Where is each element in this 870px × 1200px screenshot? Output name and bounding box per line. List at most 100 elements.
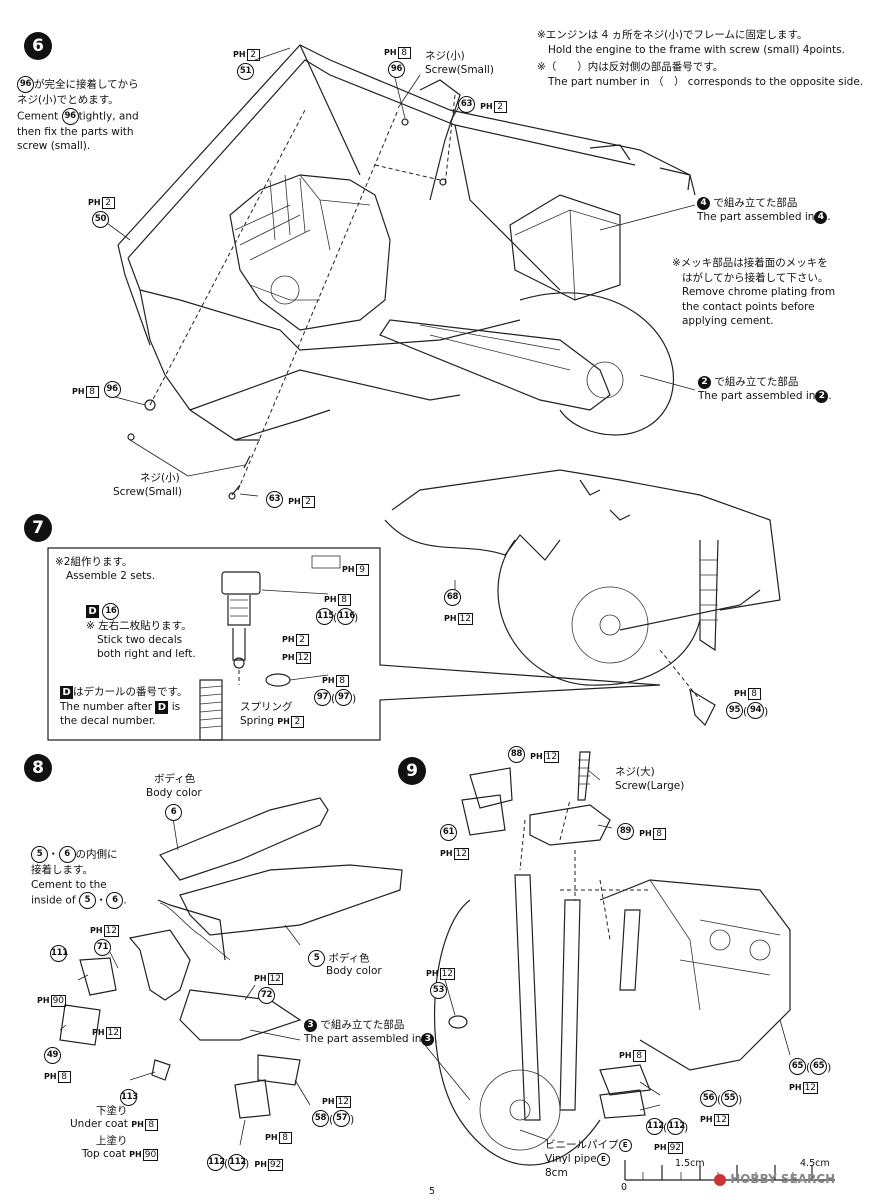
screw-large-jp: ネジ(大) bbox=[615, 766, 655, 778]
part-72: 72 bbox=[258, 987, 275, 1004]
watermark-text: HOBBY SEARCH bbox=[730, 1172, 836, 1186]
step-6-number: 6 bbox=[24, 32, 52, 60]
step-2-ref-2: 2 bbox=[815, 389, 829, 403]
step-3-ref-2: 3 bbox=[421, 1032, 435, 1046]
inside-jp-2: 接着します。 bbox=[31, 864, 93, 876]
assemble-2-sets-en: Assemble 2 sets. bbox=[66, 570, 156, 582]
part-68: 68 bbox=[444, 589, 461, 606]
engine-note-en: Hold the engine to the frame with screw … bbox=[548, 44, 845, 56]
step7-suspension-drawing bbox=[47, 469, 781, 741]
part-49: 49 bbox=[44, 1047, 61, 1064]
part-111-label: 111 bbox=[50, 943, 68, 962]
top-coat-jp: 上塗り bbox=[96, 1135, 128, 1147]
asm2-jp: で組み立てた部品 bbox=[714, 376, 799, 388]
screw-small-top-en: Screw(Small) bbox=[425, 64, 494, 76]
part-112-opposite: 112 bbox=[667, 1118, 685, 1135]
decal-note-jp-text: はデカールの番号です。 bbox=[73, 686, 188, 698]
stick-decal-jp: ※ 左右二枚貼ります。 bbox=[86, 620, 192, 632]
part-112-opposite: 112 bbox=[228, 1154, 246, 1171]
decal-d-box-2: D bbox=[60, 685, 73, 699]
chrome-jp-2: はがしてから接着して下さい。 bbox=[682, 271, 829, 284]
part-88: 88 bbox=[508, 746, 525, 763]
step9-fork-drawing bbox=[424, 751, 835, 1181]
part-65: 65 bbox=[789, 1058, 806, 1075]
cement-note-en-1: Cement bbox=[17, 110, 59, 122]
scale-4-5cm: 4.5cm bbox=[800, 1158, 830, 1169]
part-56: 56 bbox=[700, 1090, 717, 1107]
part-5-ref-2: 5 bbox=[78, 892, 96, 909]
cement-note-jp-1: が完全に接着してから bbox=[34, 78, 139, 91]
part-95: 95 bbox=[726, 702, 743, 719]
part-51: 51 bbox=[237, 63, 254, 80]
cement-note-en-2: then fix the parts with bbox=[17, 125, 134, 138]
vinyl-pipe-length: 8cm bbox=[545, 1167, 568, 1179]
part-6-ref-2: 6 bbox=[106, 892, 124, 909]
screw-small-bottom-en: Screw(Small) bbox=[113, 486, 182, 498]
screw-large-en: Screw(Large) bbox=[615, 780, 685, 792]
engine-note-jp: ※エンジンは 4 ヵ所をネジ(小)でフレームに固定します。 bbox=[537, 29, 808, 41]
part-71: 71 bbox=[94, 939, 111, 956]
step6-frame-drawing bbox=[99, 44, 696, 500]
cement-note-en-3: screw (small). bbox=[17, 140, 91, 152]
part-6-circle: 6 bbox=[165, 804, 182, 821]
body-color2-en: Body color bbox=[326, 965, 382, 977]
chrome-en-1: Remove chrome plating from bbox=[682, 286, 836, 298]
inside-en-1: Cement to the bbox=[31, 878, 107, 891]
part-113: 113 bbox=[120, 1089, 138, 1106]
body-color2: 5 ボディ色 bbox=[308, 950, 370, 967]
part-58: 58 bbox=[312, 1110, 329, 1127]
part-115: 115 bbox=[316, 608, 334, 625]
watermark-logo-icon bbox=[714, 1173, 726, 1186]
decal-note-en-2: the decal number. bbox=[60, 715, 156, 727]
scale-zero: 0 bbox=[621, 1182, 628, 1193]
decal-d-box: D bbox=[86, 605, 99, 618]
spring-jp: スプリング bbox=[240, 701, 293, 713]
step-7-number: 7 bbox=[24, 514, 52, 542]
part-89: 89 bbox=[617, 823, 634, 840]
chrome-jp-1: ※メッキ部品は接着面のメッキを bbox=[672, 257, 828, 269]
watermark: HOBBY SEARCH bbox=[714, 1172, 835, 1186]
part-96: 96 bbox=[388, 61, 405, 78]
step-3-ref: 3 bbox=[304, 1018, 317, 1032]
asm4-jp: で組み立てた部品 bbox=[713, 197, 798, 209]
opposite-note-en: The part number in （ ） corresponds to th… bbox=[548, 76, 864, 88]
part-61: 61 bbox=[440, 824, 457, 841]
decal-16: 16 bbox=[102, 603, 120, 620]
part-112: 112 bbox=[207, 1154, 225, 1171]
page-number: 5 bbox=[429, 1186, 436, 1197]
part-96-ref-2: 96 bbox=[61, 107, 79, 125]
part-63: 63 bbox=[458, 96, 475, 113]
part-96: 96 bbox=[103, 381, 121, 398]
part-63: 63 bbox=[266, 491, 283, 508]
